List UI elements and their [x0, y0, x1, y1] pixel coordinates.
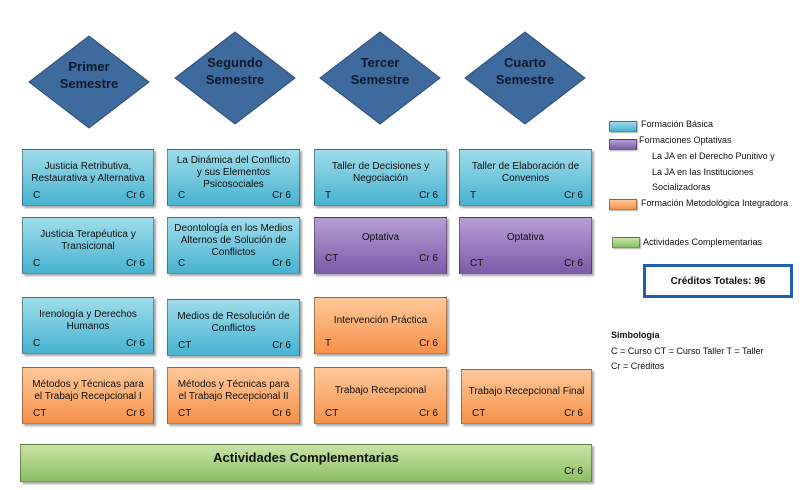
legend-complementarias-label: Actividades Complementarias [643, 237, 763, 247]
semester-4-label: Cuarto Semestre [495, 55, 555, 87]
legend-complementarias-swatch [612, 237, 640, 248]
total-credits-box: Créditos Totales: 96 [643, 264, 793, 298]
course-dinamica-conflicto: La Dinámica del Conflicto y sus Elemento… [167, 149, 300, 206]
legend-optativas-line3: Socializadoras [652, 182, 711, 192]
symbology-line2: Cr = Créditos [611, 361, 665, 371]
course-optativa-2: Optativa CT Cr 6 [459, 217, 592, 274]
legend-optativas-line1: La JA en el Derecho Punitivo y [652, 151, 775, 161]
course-metodos-tecnicas-2: Métodos y Técnicas para el Trabajo Recep… [167, 367, 300, 424]
semester-2-label: Segundo Semestre [205, 55, 265, 87]
semester-1-label: Primer Semestre [59, 59, 119, 91]
course-metodos-tecnicas-1: Métodos y Técnicas para el Trabajo Recep… [22, 367, 154, 424]
legend-basica-swatch [609, 121, 637, 132]
complementary-activities-credits: Cr 6 [564, 466, 583, 477]
course-justicia-terapeutica: Justicia Terapéutica y Transicional C Cr… [22, 217, 154, 274]
legend-basica-label: Formación Básica [641, 119, 714, 129]
course-irenologia: Irenología y Derechos Humanos C Cr 6 [22, 297, 154, 354]
course-trabajo-recepcional: Trabajo Recepcional CT Cr 6 [314, 367, 447, 424]
semester-3-label: Tercer Semestre [350, 55, 410, 87]
legend-optativas-swatch [609, 139, 637, 150]
semester-2-diamond: Segundo Semestre [173, 30, 297, 126]
symbology-line1: C = Curso CT = Curso Taller T = Taller [611, 346, 764, 356]
symbology-title: Simbología [611, 330, 660, 340]
legend-optativas-line2: La JA en las Instituciones [652, 167, 754, 177]
course-optativa-1: Optativa CT Cr 6 [314, 217, 447, 274]
legend-metodologica-swatch [609, 199, 637, 210]
course-intervencion-practica: Intervención Práctica T Cr 6 [314, 297, 447, 354]
semester-4-diamond: Cuarto Semestre [463, 30, 587, 126]
legend-optativas-label: Formaciones Optativas [639, 135, 732, 145]
course-justicia-retributiva: Justicia Retributiva, Restaurativa y Alt… [22, 149, 154, 206]
course-deontologia: Deontología en los Medios Alternos de So… [167, 217, 300, 274]
course-taller-decisiones: Taller de Decisiones y Negociación T Cr … [314, 149, 447, 206]
complementary-activities-title: Actividades Complementarias [213, 450, 399, 465]
legend-metodologica-label: Formación Metodológica Integradora [641, 198, 789, 208]
complementary-activities-bar: Actividades Complementarias Cr 6 [20, 444, 592, 482]
course-medios-resolucion: Medios de Resolución de Conflictos CT Cr… [167, 299, 300, 356]
course-trabajo-recepcional-final: Trabajo Recepcional Final CT Cr 6 [461, 369, 592, 424]
semester-1-diamond: Primer Semestre [27, 34, 151, 130]
course-taller-convenios: Taller de Elaboración de Convenios T Cr … [459, 149, 592, 206]
semester-3-diamond: Tercer Semestre [318, 30, 442, 126]
